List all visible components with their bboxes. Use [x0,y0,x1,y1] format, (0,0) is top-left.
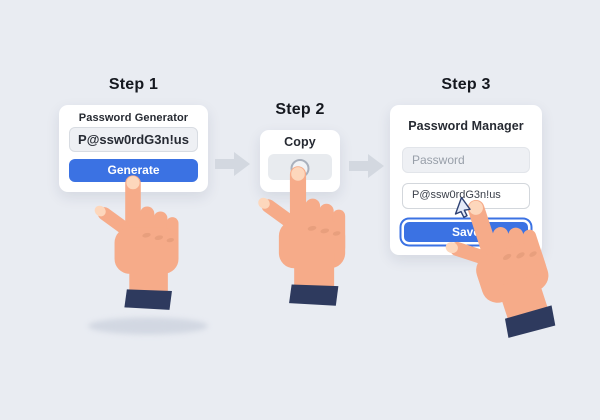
saved-password-field[interactable]: P@ssw0rdG3n!us [402,183,530,209]
step1-heading: Step 1 [108,76,159,93]
generate-button[interactable]: Generate [69,159,198,182]
password-generator-title: Password Generator [78,112,189,124]
generated-password-field[interactable]: P@ssw0rdG3n!us [69,127,198,152]
hand-shadow [88,317,208,335]
save-button[interactable]: Save [404,222,528,242]
arrow-right-icon [349,154,384,178]
password-manager-card: Password Manager Password P@ssw0rdG3n!us… [390,105,542,255]
step3-heading: Step 3 [441,76,491,93]
step2-heading: Step 2 [275,101,325,118]
copy-title: Copy [284,135,316,149]
copy-card: Copy [260,130,340,192]
pointing-hand-illustration [92,175,179,310]
copy-button-ring-icon [290,159,310,178]
password-manager-title: Password Manager [408,119,524,133]
copy-button[interactable] [268,154,332,180]
password-generator-card: Password Generator P@ssw0rdG3n!us Genera… [59,105,208,192]
password-field[interactable]: Password [402,147,530,173]
arrow-right-icon [215,152,250,176]
